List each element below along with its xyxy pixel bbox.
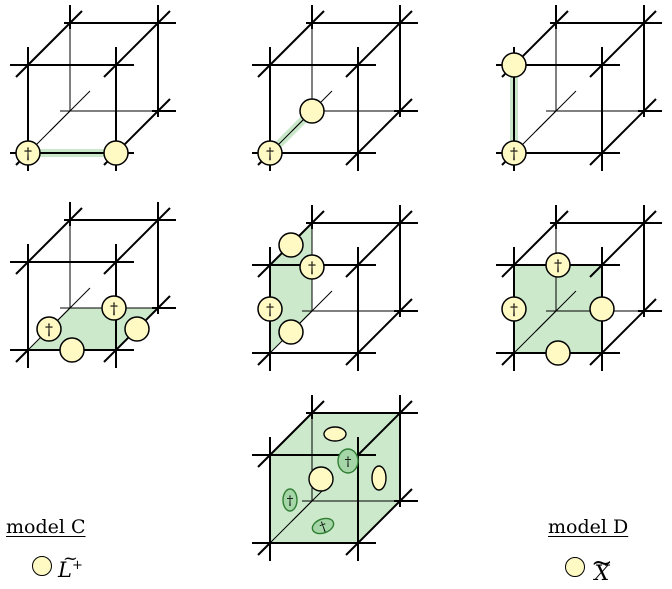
legend-symbol-l: ~ L+ <box>58 548 83 582</box>
dagger-symbol: † <box>308 258 316 277</box>
node-ellipse-right <box>371 465 387 491</box>
edge <box>103 207 171 275</box>
node-ellipse <box>337 448 359 474</box>
node-ellipse-dagger: † <box>282 488 298 512</box>
edge <box>15 207 83 275</box>
model-c-label: model C <box>6 516 86 538</box>
node-circle <box>15 140 41 166</box>
dagger-symbol: † <box>510 300 518 319</box>
node-ellipse <box>323 426 347 442</box>
node-l-plus: † <box>101 295 127 321</box>
edge <box>15 10 83 78</box>
node-center <box>308 466 334 492</box>
hidden-edge <box>269 500 313 544</box>
dagger-symbol: † <box>318 519 330 535</box>
cube-face-yz: †† <box>252 205 418 371</box>
node-l-plus: † <box>299 254 325 280</box>
cube-edge-z: † <box>252 5 418 171</box>
legend-symbol-x: ~ X <box>591 548 613 585</box>
edge <box>501 352 515 366</box>
node-circle <box>501 140 527 166</box>
edge <box>345 10 413 78</box>
legend-circle-icon <box>32 555 52 576</box>
node-circle <box>299 254 325 280</box>
node-x: † <box>501 296 527 322</box>
node-x <box>545 340 571 366</box>
node-ellipse <box>311 517 335 535</box>
node-ellipse <box>371 465 387 491</box>
dagger-symbol: † <box>266 300 274 319</box>
node-l-plus: † <box>257 296 283 322</box>
dagger-symbol: † <box>554 256 562 275</box>
node-l-plus <box>299 98 325 124</box>
node-l-plus: † <box>501 140 527 166</box>
node-ellipse <box>308 466 334 492</box>
model-c-legend: ~ L+ <box>32 550 83 581</box>
dagger-symbol: † <box>45 320 53 339</box>
node-circle <box>103 140 129 166</box>
edge <box>257 542 271 556</box>
model-d-label: model D <box>548 516 629 538</box>
edge <box>345 488 413 556</box>
cube-face-xz: †† <box>10 202 176 368</box>
node-circle <box>101 295 127 321</box>
legend-circle-icon <box>565 557 585 577</box>
edge <box>15 349 29 363</box>
node-ellipse-top <box>323 426 347 442</box>
node-l-plus: † <box>36 316 62 342</box>
node-ellipse-dagger: † <box>337 448 359 474</box>
edge <box>589 98 657 166</box>
dagger-symbol: † <box>266 144 274 163</box>
dagger-symbol: † <box>510 144 518 163</box>
node-circle <box>299 98 325 124</box>
node-l-plus <box>103 140 129 166</box>
edge <box>501 210 569 278</box>
dagger-symbol: † <box>24 144 32 163</box>
node-l-plus: † <box>15 140 41 166</box>
node-circle <box>545 340 571 366</box>
node-l-plus: † <box>257 140 283 166</box>
node-circle <box>59 337 85 363</box>
cube-edge-y: † <box>496 5 662 171</box>
cube-cube: † † † <box>252 395 418 561</box>
edge <box>103 10 171 78</box>
node-l-plus <box>124 316 150 342</box>
node-circle <box>589 296 615 322</box>
cube-face-xy: †† <box>496 205 662 371</box>
node-circle <box>501 296 527 322</box>
node-circle <box>257 296 283 322</box>
edge <box>589 10 657 78</box>
node-ellipse-dagger: † <box>311 517 335 536</box>
edge <box>589 210 657 278</box>
hidden-edge <box>513 310 557 354</box>
dagger-symbol: † <box>345 455 352 470</box>
node-l-plus <box>278 232 304 258</box>
edge <box>345 210 413 278</box>
node-l-plus <box>501 52 527 78</box>
edge <box>257 400 325 468</box>
dagger-symbol: † <box>287 494 294 509</box>
node-circle <box>278 232 304 258</box>
edge <box>589 298 657 366</box>
edge <box>257 10 325 78</box>
edge <box>345 298 413 366</box>
node-circle <box>501 52 527 78</box>
node-circle <box>278 319 304 345</box>
node-circle <box>545 252 571 278</box>
node-x <box>589 296 615 322</box>
dagger-symbol: † <box>110 299 118 318</box>
node-l-plus <box>59 337 85 363</box>
node-circle <box>124 316 150 342</box>
edge <box>345 98 413 166</box>
model-d-legend: ~ X <box>565 550 613 584</box>
node-l-plus <box>278 319 304 345</box>
node-x: † <box>545 252 571 278</box>
edge <box>257 352 271 366</box>
node-ellipse <box>282 488 298 512</box>
node-circle <box>36 316 62 342</box>
node-circle <box>257 140 283 166</box>
cube-edge-x: † <box>10 5 176 171</box>
